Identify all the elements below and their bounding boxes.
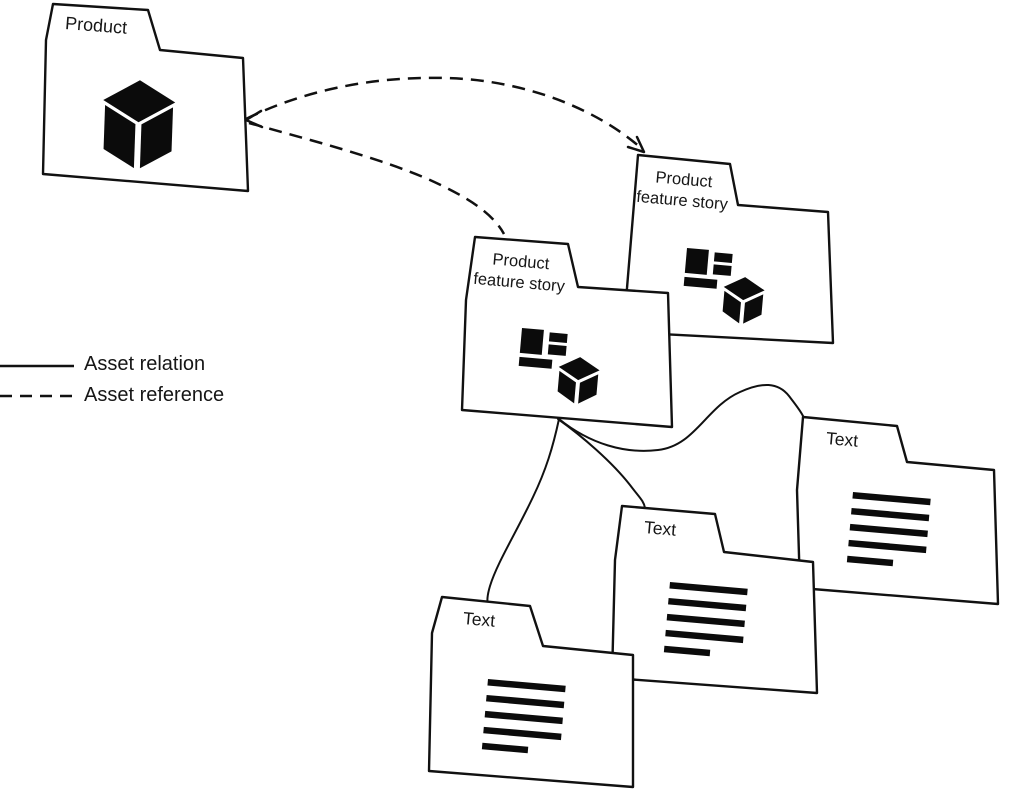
folder-text-middle-label: Text xyxy=(643,517,677,540)
cube-icon xyxy=(103,80,176,169)
folder-text-middle xyxy=(610,504,819,695)
folder-shape xyxy=(610,504,819,695)
legend-asset-reference-label: Asset reference xyxy=(84,384,225,406)
asset-relation-curve-text-bottom-left xyxy=(486,418,560,607)
asset-relation-curve-text-middle xyxy=(557,418,646,509)
asset-relation-connections xyxy=(486,384,804,607)
text-lines-icon xyxy=(481,679,566,754)
text-lines-icon xyxy=(846,492,931,567)
content-blocks-cube-icon xyxy=(683,248,765,324)
folder-text-right xyxy=(795,415,1000,606)
arrowhead-to-product-icon xyxy=(244,109,264,129)
content-blocks-cube-icon xyxy=(518,328,600,404)
folder-text-right-label: Text xyxy=(825,428,859,451)
folder-text-bottom-left xyxy=(427,595,635,789)
folder-shape xyxy=(427,595,635,789)
folder-shape xyxy=(460,235,674,429)
legend-asset-relation-label: Asset relation xyxy=(84,353,206,375)
asset-reference-curve-middle-story xyxy=(248,121,506,235)
asset-reference-curve-right-story xyxy=(245,76,642,149)
folder-feature-story-right xyxy=(620,153,835,345)
asset-relation-curve-text-right xyxy=(558,384,804,452)
text-lines-icon xyxy=(663,582,748,657)
asset-reference-connections xyxy=(244,76,646,235)
folder-product xyxy=(41,2,250,193)
arrowhead-to-feature-story-icon xyxy=(626,135,646,154)
folder-feature-story-middle xyxy=(460,235,674,429)
folder-text-bottom-left-label: Text xyxy=(462,608,496,631)
legend-samples xyxy=(0,364,74,398)
folder-shape xyxy=(795,415,1000,606)
